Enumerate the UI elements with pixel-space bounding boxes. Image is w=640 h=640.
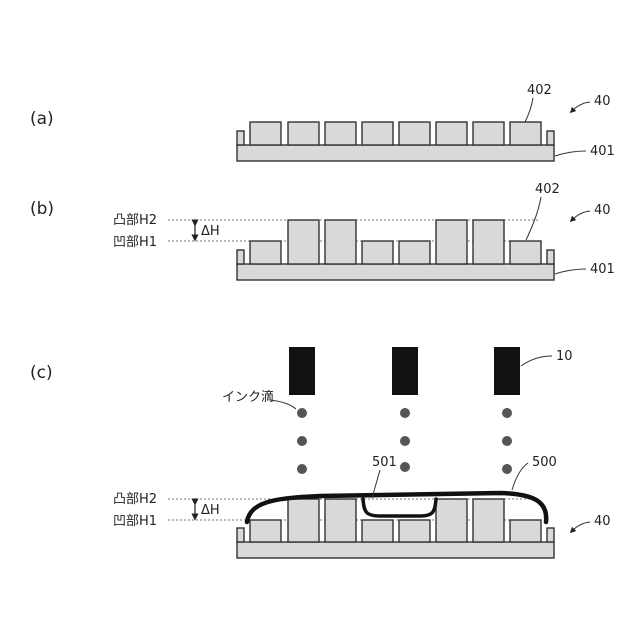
ink-drop	[400, 408, 410, 418]
arrow-40-b	[572, 211, 590, 220]
delta-label-c: ΔH	[201, 503, 220, 518]
ref-500: 500	[532, 455, 557, 470]
ink-drop	[400, 462, 410, 472]
convex-cell	[473, 220, 504, 264]
cells-row-c	[250, 499, 541, 542]
ref-401-b: 401	[590, 262, 615, 277]
arrow-40-a	[572, 102, 590, 111]
concave-cell	[436, 122, 467, 145]
right-wall-a	[547, 131, 554, 145]
concave-cell	[250, 520, 281, 542]
leader-401-a	[555, 151, 586, 156]
leader-402-a	[525, 98, 533, 122]
ref-501: 501	[372, 455, 397, 470]
cells-row-a	[250, 122, 541, 145]
recess-fill-501	[363, 499, 436, 516]
base-plate-b	[237, 264, 554, 280]
base-plate-a	[237, 145, 554, 161]
ink-drop	[502, 408, 512, 418]
concave-cell	[362, 241, 393, 264]
concave-cell	[510, 122, 541, 145]
ink-drop	[297, 464, 307, 474]
left-wall-c	[237, 528, 244, 542]
print-head-right	[494, 347, 520, 395]
ink-drop-label: インク滴	[222, 389, 274, 405]
ref-40-b: 40	[594, 203, 611, 218]
concave-cell	[473, 122, 504, 145]
arrow-40-c	[572, 522, 590, 531]
cells-row-b	[250, 220, 541, 264]
convex-label-b: 凸部H2	[113, 213, 157, 228]
panel-b-label: (b)	[30, 199, 54, 219]
convex-cell	[325, 499, 356, 542]
concave-cell	[325, 122, 356, 145]
delta-label-b: ΔH	[201, 224, 220, 239]
ink-drop	[400, 436, 410, 446]
ink-drop	[297, 436, 307, 446]
ref-40-c: 40	[594, 514, 611, 529]
concave-cell	[399, 122, 430, 145]
panel-c-structure	[237, 499, 554, 558]
print-head-center	[392, 347, 418, 395]
panel-c-label: (c)	[30, 363, 53, 383]
concave-cell	[288, 122, 319, 145]
convex-cell	[325, 220, 356, 264]
panel-a-label: (a)	[30, 109, 54, 129]
concave-label-b: 凹部H1	[113, 235, 157, 250]
ink-drop	[297, 408, 307, 418]
ref-402-b: 402	[535, 182, 560, 197]
leader-401-b	[555, 269, 586, 274]
concave-cell	[362, 520, 393, 542]
concave-cell	[399, 241, 430, 264]
ink-drop	[502, 436, 512, 446]
leader-10	[521, 356, 552, 366]
concave-cell	[510, 520, 541, 542]
concave-cell	[399, 520, 430, 542]
right-wall-c	[547, 528, 554, 542]
ink-drops	[297, 408, 512, 474]
print-head-left	[289, 347, 315, 395]
left-wall-a	[237, 131, 244, 145]
ref-40-a: 40	[594, 94, 611, 109]
ref-10: 10	[556, 349, 573, 364]
concave-cell	[250, 122, 281, 145]
concave-label-c: 凹部H1	[113, 514, 157, 529]
leader-402-b	[526, 197, 541, 240]
convex-cell	[436, 499, 467, 542]
ink-drop	[502, 464, 512, 474]
concave-cell	[510, 241, 541, 264]
panel-b-structure	[237, 220, 554, 280]
concave-cell	[250, 241, 281, 264]
concave-cell	[362, 122, 393, 145]
left-wall-b	[237, 250, 244, 264]
right-wall-b	[547, 250, 554, 264]
convex-cell	[288, 220, 319, 264]
convex-cell	[288, 499, 319, 542]
leader-500	[512, 463, 528, 490]
ref-402-a: 402	[527, 83, 552, 98]
convex-cell	[436, 220, 467, 264]
ref-401-a: 401	[590, 144, 615, 159]
convex-cell	[473, 499, 504, 542]
convex-label-c: 凸部H2	[113, 492, 157, 507]
panel-a-structure	[237, 122, 554, 161]
base-plate-c	[237, 542, 554, 558]
